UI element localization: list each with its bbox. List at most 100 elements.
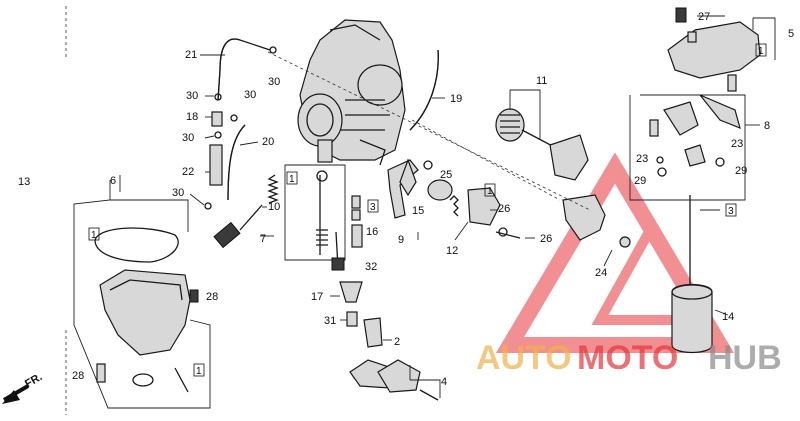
label-26: 26: [540, 233, 552, 245]
boxed-label-1: 1: [286, 171, 298, 185]
watermark-text: AUTO MOTO HUB: [476, 339, 782, 377]
needle-group-box: [284, 164, 346, 261]
link-23: [684, 144, 706, 167]
jet-16: [351, 224, 363, 248]
float-bowl-group-bracket: [73, 180, 211, 409]
float-valve-17: [339, 281, 363, 303]
label-21: 21: [185, 49, 197, 61]
lever-15: [399, 158, 417, 197]
clip-30: [214, 131, 222, 139]
vent-tube: [217, 38, 241, 101]
label-15: 15: [412, 205, 424, 217]
needle-jet: [316, 229, 328, 246]
gasket: [94, 227, 179, 263]
boxed-label-1: 1: [88, 227, 100, 241]
label-28: 28: [206, 291, 218, 303]
label-29: 29: [735, 165, 747, 177]
watermark-part1: AUTO: [476, 339, 572, 377]
label-5: 5: [788, 28, 794, 40]
jet-holder: [351, 195, 361, 209]
label-25: 25: [440, 169, 452, 181]
washer-29: [656, 156, 664, 164]
label-7: 7: [260, 233, 266, 245]
idle-screw-knob: [213, 221, 241, 249]
washer-29: [657, 167, 667, 177]
drain-screw: [189, 289, 199, 303]
boxed-label-1: 1: [484, 183, 496, 197]
label-4: 4: [441, 376, 447, 388]
watermark-logo: [495, 152, 735, 353]
screw-26: [498, 227, 508, 237]
label-31: 31: [324, 315, 336, 327]
boxed-label-3: 3: [725, 203, 737, 217]
screw-26-shaft: [495, 231, 521, 239]
link-arm: [699, 94, 741, 130]
washer: [427, 179, 453, 201]
label-16: 16: [366, 226, 378, 238]
label-22: 22: [182, 166, 194, 178]
boxed-label-text: 1: [487, 186, 493, 197]
label-11: 11: [536, 75, 547, 87]
label-6: 6: [110, 175, 116, 187]
label-24: 24: [595, 267, 607, 279]
spring-12: [449, 195, 459, 217]
clip-30: [269, 46, 277, 54]
screw-24: [619, 236, 631, 248]
boxed-label-1: 1: [755, 43, 767, 57]
piston-slide-top: [671, 284, 713, 300]
leader: [714, 309, 729, 316]
label-30: 30: [182, 132, 194, 144]
label-29: 29: [634, 175, 646, 187]
label-8: 8: [764, 120, 770, 132]
leader: [409, 365, 441, 398]
clip-30: [204, 202, 212, 210]
label-30: 30: [172, 187, 184, 199]
label-17: 17: [311, 291, 323, 303]
front-arrow: FR.: [2, 371, 44, 404]
float-4: [377, 359, 421, 393]
label-23: 23: [636, 153, 648, 165]
tube-22: [209, 144, 223, 186]
jet-32: [331, 257, 345, 271]
needle-valve-2: [363, 317, 383, 348]
screw-28: [96, 363, 106, 383]
linkage-group-bracket: [629, 94, 746, 201]
boxed-label-text: 1: [196, 366, 202, 377]
label-30: 30: [244, 89, 256, 101]
label-2: 2: [394, 336, 400, 348]
label-18: 18: [186, 111, 198, 123]
boxed-label-text: 1: [758, 46, 764, 57]
drain-bolt: [174, 367, 189, 393]
cover-26: [467, 187, 501, 226]
label-30: 30: [268, 76, 280, 88]
leader: [239, 141, 259, 146]
idle-screw: [239, 204, 263, 231]
label-23: 23: [731, 138, 743, 150]
label-20: 20: [262, 136, 274, 148]
throttle-drum-11: [495, 108, 589, 181]
label-14: 14: [722, 311, 734, 323]
float-bowl: [94, 227, 199, 356]
pin: [649, 119, 659, 137]
boxed-label-text: 3: [370, 202, 376, 213]
watermark-part3: HUB: [708, 339, 782, 377]
top-cap-5: [667, 21, 761, 79]
bracket: [110, 199, 189, 232]
alignment-line: [411, 119, 561, 201]
boxed-label-text: 1: [91, 230, 97, 241]
leader: [603, 249, 613, 267]
leader: [454, 221, 469, 241]
link-arm: [663, 101, 699, 136]
overflow-tube-inner: [409, 49, 439, 131]
boxed-label-3: 3: [367, 199, 379, 213]
fitting-18: [211, 111, 223, 127]
vent-tube-inner: [217, 38, 241, 101]
screw-23: [727, 74, 737, 92]
label-9: 9: [398, 234, 404, 246]
screw-27: [675, 7, 687, 23]
boxed-label-text: 3: [728, 206, 734, 217]
label-12: 12: [446, 245, 458, 257]
leader: [204, 135, 215, 139]
spring-10: [267, 174, 279, 204]
